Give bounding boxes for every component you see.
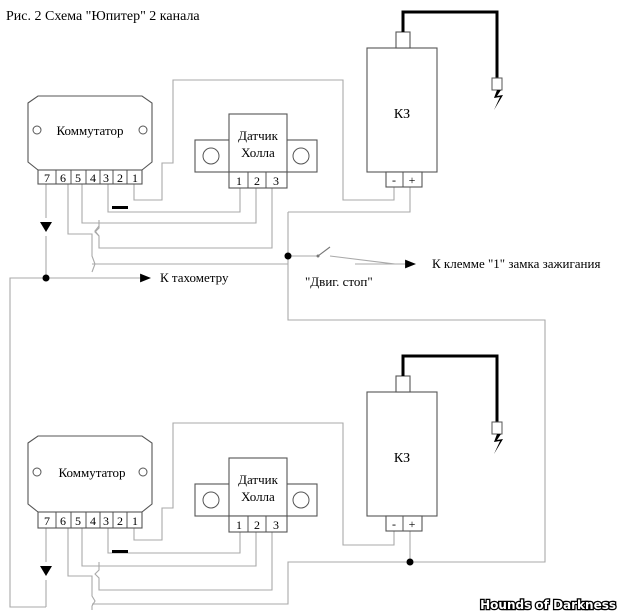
ignition-label: К клемме "1" замка зажигания: [432, 256, 600, 271]
commutator-2: Коммутатор 7 6 5 4 3 2 1: [27, 435, 153, 529]
svg-text:+: +: [409, 173, 416, 187]
watermark: Hounds of Darkness: [480, 598, 616, 612]
diode-icon: [40, 566, 52, 576]
svg-text:6: 6: [60, 514, 66, 528]
engine-stop-switch: [316, 246, 331, 258]
junction-dot: [406, 558, 414, 566]
svg-text:3: 3: [273, 174, 279, 188]
hall-label-line1: Датчик: [238, 472, 278, 487]
svg-text:7: 7: [44, 171, 50, 185]
minus-mark-2: [112, 550, 128, 553]
junction-dot: [42, 274, 50, 282]
minus-mark-1: [112, 206, 128, 209]
svg-text:7: 7: [44, 514, 50, 528]
svg-text:2: 2: [117, 514, 123, 528]
diode-icon: [40, 222, 52, 232]
svg-text:+: +: [409, 517, 416, 531]
svg-text:2: 2: [117, 171, 123, 185]
junction-dot: [284, 252, 292, 260]
svg-text:6: 6: [60, 171, 66, 185]
coil-label: КЗ: [394, 107, 410, 122]
svg-text:4: 4: [90, 171, 96, 185]
svg-text:4: 4: [90, 514, 96, 528]
svg-text:1: 1: [236, 174, 242, 188]
commutator-1: Коммутатор 7 6 5 4 3 2 1: [27, 95, 153, 185]
spark-plug-icon: [494, 434, 503, 454]
coil-label: КЗ: [394, 451, 410, 466]
hall-label-line2: Холла: [241, 145, 275, 160]
engine-stop-label: "Двиг. стоп": [305, 274, 373, 289]
hall-label-line1: Датчик: [238, 128, 278, 143]
spark-plug-icon: [494, 90, 503, 110]
svg-text:3: 3: [273, 518, 279, 532]
svg-text:1: 1: [132, 171, 138, 185]
svg-text:-: -: [392, 517, 396, 531]
svg-text:-: -: [392, 173, 396, 187]
svg-text:3: 3: [103, 171, 109, 185]
commutator-label: Коммутатор: [58, 465, 125, 480]
ignition-coil-2: КЗ - +: [366, 354, 503, 532]
ignition-coil-1: КЗ - +: [366, 10, 503, 188]
hall-label-line2: Холла: [241, 489, 275, 504]
svg-text:3: 3: [103, 514, 109, 528]
channel-2-wires: [45, 422, 411, 610]
diagram-title: Рис. 2 Схема "Юпитер" 2 канала: [6, 9, 200, 24]
hall-sensor-1: Датчик Холла 1 2 3: [194, 113, 318, 189]
svg-text:5: 5: [75, 171, 81, 185]
svg-text:1: 1: [132, 514, 138, 528]
svg-text:2: 2: [254, 174, 260, 188]
commutator-label: Коммутатор: [56, 123, 123, 138]
svg-text:2: 2: [254, 518, 260, 532]
tachometer-label: К тахометру: [160, 270, 229, 285]
hall-sensor-2: Датчик Холла 1 2 3: [194, 457, 318, 533]
svg-text:5: 5: [75, 514, 81, 528]
svg-text:1: 1: [236, 518, 242, 532]
channel-1-wires: [9, 79, 546, 608]
channel-1: Коммутатор 7 6 5 4 3 2 1 Датчик Холла: [9, 10, 546, 608]
commutator-pins: 7 6 5 4 3 2 1: [44, 512, 138, 528]
commutator-pins: 7 6 5 4 3 2 1: [44, 170, 138, 185]
channel-2: Коммутатор 7 6 5 4 3 2 1 Датчик Холла: [27, 354, 503, 610]
